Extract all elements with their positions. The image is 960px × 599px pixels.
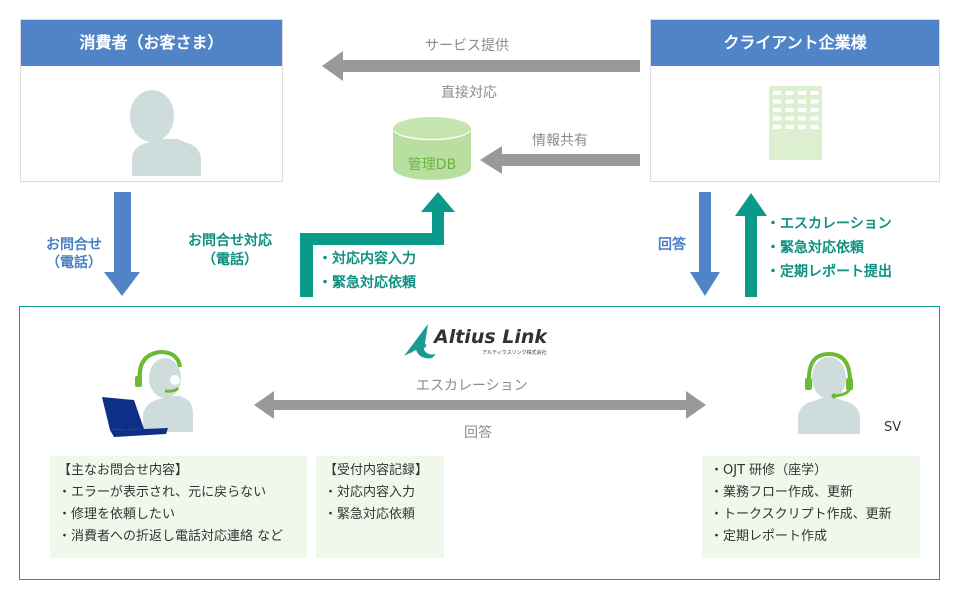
building-icon bbox=[769, 86, 822, 160]
inquiry-item: ・修理を依頼したい bbox=[58, 507, 176, 522]
building-window bbox=[773, 99, 781, 104]
inquiry-arrow bbox=[104, 192, 140, 296]
building-window bbox=[785, 91, 794, 95]
inquiry-content-box: 【主なお問合せ内容】 ・エラーが表示され、元に戻らない ・修理を依頼したい ・消… bbox=[50, 456, 307, 558]
sv-label: SV bbox=[884, 420, 902, 435]
escalation-arrow bbox=[735, 193, 767, 297]
response-label: お問合せ対応 （電話） bbox=[188, 233, 272, 268]
db-cylinder-icon bbox=[393, 117, 471, 180]
info-share-label: 情報共有 bbox=[532, 133, 588, 149]
info-share-arrow bbox=[480, 146, 640, 174]
inquiry-content-title: 【主なお問合せ内容】 bbox=[58, 463, 189, 478]
db-label: 管理DB bbox=[407, 157, 457, 173]
db-input-list: ・対応内容入力 ・緊急対応依頼 bbox=[318, 251, 416, 291]
logo-text: Altius Link bbox=[434, 326, 548, 348]
center-escalation-label: エスカレーション bbox=[416, 378, 528, 394]
building-window bbox=[810, 91, 819, 95]
building-window bbox=[773, 116, 781, 121]
building-window bbox=[773, 91, 781, 95]
logo-mark-icon bbox=[404, 324, 436, 359]
building-window bbox=[810, 99, 819, 104]
person-icon bbox=[130, 90, 201, 176]
building-window bbox=[798, 116, 806, 121]
building-window bbox=[810, 116, 819, 121]
altius-link-center-frame bbox=[19, 306, 940, 580]
record-content-title: 【受付内容記録】 bbox=[324, 463, 429, 478]
direct-label: 直接対応 bbox=[441, 85, 497, 101]
building-window bbox=[785, 108, 794, 112]
building-window bbox=[798, 91, 806, 95]
client-box: クライアント企業様 bbox=[650, 19, 940, 182]
record-content-box: 【受付内容記録】 ・対応内容入力 ・緊急対応依頼 bbox=[316, 456, 444, 558]
answer-arrow bbox=[690, 192, 720, 296]
escalation-list: ・エスカレーション ・緊急対応依頼 ・定期レポート提出 bbox=[766, 216, 892, 280]
record-item: ・緊急対応依頼 bbox=[324, 507, 416, 522]
sv-tasks-box: ・OJT 研修（座学） ・業務フロー作成、更新 ・トークスクリプト作成、更新 ・… bbox=[702, 456, 920, 558]
db-input-arrow bbox=[300, 192, 455, 297]
building-window bbox=[773, 125, 781, 129]
altius-link-logo: Altius Link アルティウスリンク株式会社 bbox=[402, 320, 562, 360]
sv-task-item: ・トークスクリプト作成、更新 bbox=[710, 507, 892, 522]
building-window bbox=[785, 116, 794, 121]
inquiry-item: ・消費者への折返し電話対応連絡 など bbox=[58, 529, 284, 544]
sv-task-item: ・定期レポート作成 bbox=[710, 529, 828, 544]
escalation-answer-arrow bbox=[254, 391, 706, 419]
building-window bbox=[798, 125, 806, 129]
service-label: サービス提供 bbox=[425, 38, 509, 54]
client-title: クライアント企業様 bbox=[651, 20, 939, 66]
building-window bbox=[785, 125, 794, 129]
answer-label: 回答 bbox=[658, 237, 686, 253]
building-window bbox=[785, 99, 794, 104]
building-window bbox=[798, 99, 806, 104]
inquiry-label: お問合せ （電話） bbox=[46, 237, 102, 271]
building-window bbox=[810, 125, 819, 129]
building-window bbox=[773, 108, 781, 112]
consumer-box: 消費者（お客さま） bbox=[20, 19, 283, 182]
record-item: ・対応内容入力 bbox=[324, 485, 416, 500]
inquiry-item: ・エラーが表示され、元に戻らない bbox=[58, 485, 267, 500]
logo-subtext: アルティウスリンク株式会社 bbox=[482, 350, 547, 356]
center-answer-label: 回答 bbox=[464, 425, 492, 441]
sv-task-item: ・業務フロー作成、更新 bbox=[710, 485, 854, 500]
building-window bbox=[798, 108, 806, 112]
service-arrow bbox=[322, 51, 640, 81]
consumer-title: 消費者（お客さま） bbox=[21, 20, 282, 66]
sv-task-item: ・OJT 研修（座学） bbox=[710, 463, 828, 478]
building-window bbox=[810, 108, 819, 112]
